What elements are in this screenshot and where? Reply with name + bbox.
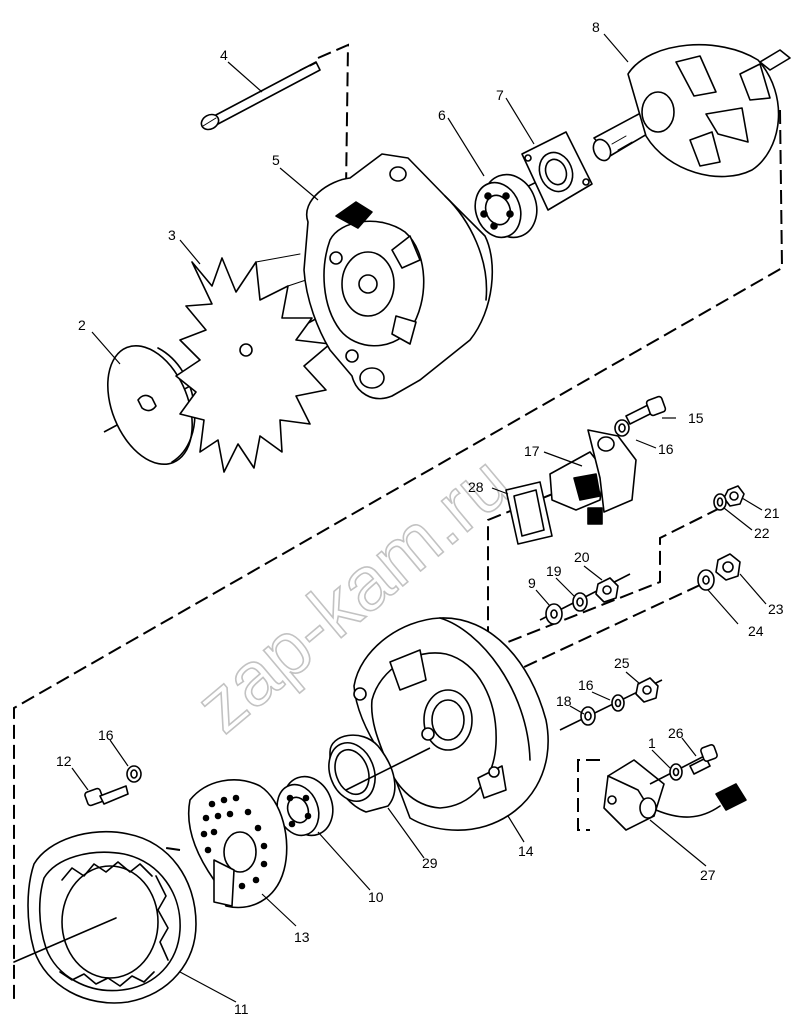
part-16-washer-left	[126, 765, 142, 783]
part-27-capacitor	[603, 759, 747, 831]
part-8-rotor	[592, 44, 791, 178]
callout-22: 22	[754, 525, 770, 541]
callout-24: 24	[748, 623, 764, 639]
part-22-washer	[713, 493, 727, 511]
callout-8: 8	[592, 19, 600, 35]
part-15-screw	[625, 395, 667, 425]
part-28-gasket	[505, 481, 553, 545]
callout-28: 28	[468, 479, 484, 495]
part-19-lockwasher	[572, 592, 588, 612]
callout-14: 14	[518, 843, 534, 859]
part-13-rectifier	[188, 779, 288, 909]
callout-16-middle: 16	[578, 677, 594, 693]
callout-26: 26	[668, 725, 684, 741]
callout-19: 19	[546, 563, 562, 579]
part-16-washer-middle	[611, 694, 625, 712]
callout-5: 5	[272, 152, 280, 168]
part-1-washer	[669, 763, 683, 781]
callout-6: 6	[438, 107, 446, 123]
part-20-nut	[595, 577, 619, 603]
callout-16-top: 16	[658, 441, 674, 457]
part-14-slip-ring-housing	[353, 617, 549, 831]
part-9-washer	[545, 603, 563, 625]
part-6-bearing	[474, 173, 538, 239]
part-17-brush-holder	[549, 429, 637, 525]
part-5-drive-end-housing	[303, 153, 494, 400]
callout-12: 12	[56, 753, 72, 769]
callout-20: 20	[574, 549, 590, 565]
callout-17: 17	[524, 443, 540, 459]
callout-16-left: 16	[98, 727, 114, 743]
part-7-retainer-plate	[521, 131, 593, 211]
part-4-through-bolt	[200, 61, 321, 131]
callout-23: 23	[768, 601, 784, 617]
part-10-bearing	[276, 775, 334, 837]
part-18-washer	[580, 706, 596, 726]
part-21-nut	[723, 485, 745, 507]
part-24-washer	[697, 569, 715, 591]
callout-21: 21	[764, 505, 780, 521]
part-16-washer-top	[614, 419, 630, 437]
callout-10: 10	[368, 889, 384, 905]
callout-4: 4	[220, 47, 228, 63]
callouts: 4 5 3 2 6 7 8 15 16 17 28 21 22 23 24 9 …	[56, 19, 784, 1017]
part-26-screw	[689, 744, 718, 775]
callout-29: 29	[422, 855, 438, 871]
callout-3: 3	[168, 227, 176, 243]
callout-15: 15	[688, 410, 704, 426]
assembly-lines	[13, 43, 784, 1000]
part-11-stator	[13, 830, 197, 1004]
leader-lines	[71, 33, 767, 1003]
part-3-fan	[175, 253, 331, 473]
callout-9: 9	[528, 575, 536, 591]
part-2-washer	[107, 344, 196, 466]
callout-13: 13	[294, 929, 310, 945]
callout-7: 7	[496, 87, 504, 103]
callout-25: 25	[614, 655, 630, 671]
callout-11: 11	[234, 1001, 249, 1017]
callout-18: 18	[556, 693, 572, 709]
part-25-nut	[635, 677, 659, 703]
callout-2: 2	[78, 317, 86, 333]
part-12-screw	[84, 785, 129, 807]
part-23-nut	[715, 553, 741, 581]
callout-27: 27	[700, 867, 716, 883]
callout-1: 1	[648, 735, 656, 751]
part-29-sleeve	[328, 734, 396, 813]
